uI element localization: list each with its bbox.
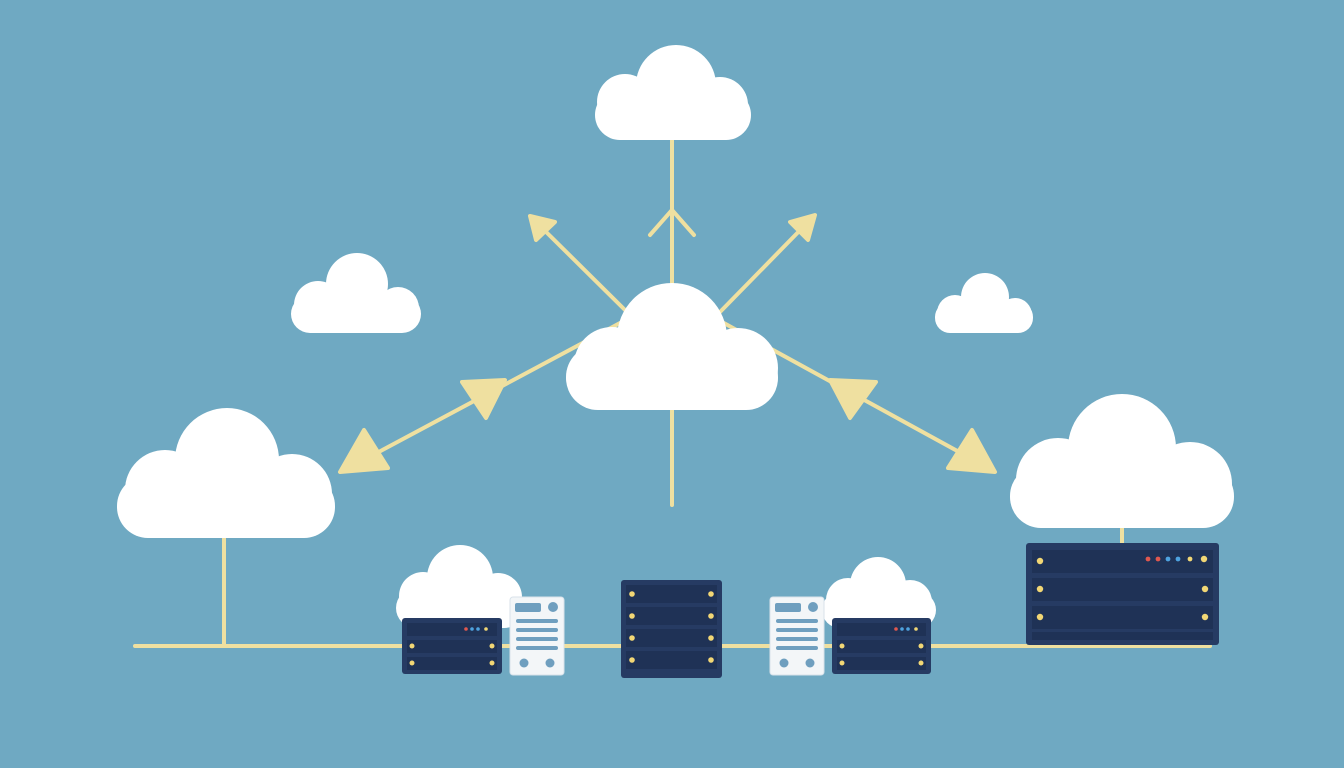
cloud-icon xyxy=(595,45,751,140)
arrow-upper-left-head xyxy=(528,214,557,242)
cloud-icon xyxy=(935,273,1033,333)
arrow-upper-right xyxy=(718,216,814,314)
arrow-right-head xyxy=(946,428,997,474)
document-icon xyxy=(769,596,825,676)
server-rack-icon xyxy=(1026,543,1219,645)
arrow-right-mid-head xyxy=(828,378,878,420)
cloud-icon xyxy=(1010,394,1234,528)
document-icon xyxy=(509,596,565,676)
clouds xyxy=(117,45,1234,628)
cloud-icon xyxy=(566,283,778,410)
arrow-left-head xyxy=(338,428,390,474)
cloud-icon xyxy=(117,408,335,538)
arrows xyxy=(338,208,997,474)
server-rack-icon xyxy=(621,580,722,678)
server-rack-icon xyxy=(832,618,931,674)
arrow-up-head xyxy=(648,208,696,237)
arrow-upper-right-head xyxy=(788,213,817,242)
cloud-icon xyxy=(291,253,421,333)
server-rack-icon xyxy=(402,618,502,674)
arrow-left-mid-head xyxy=(460,378,507,420)
arrow-upper-left xyxy=(530,216,627,312)
